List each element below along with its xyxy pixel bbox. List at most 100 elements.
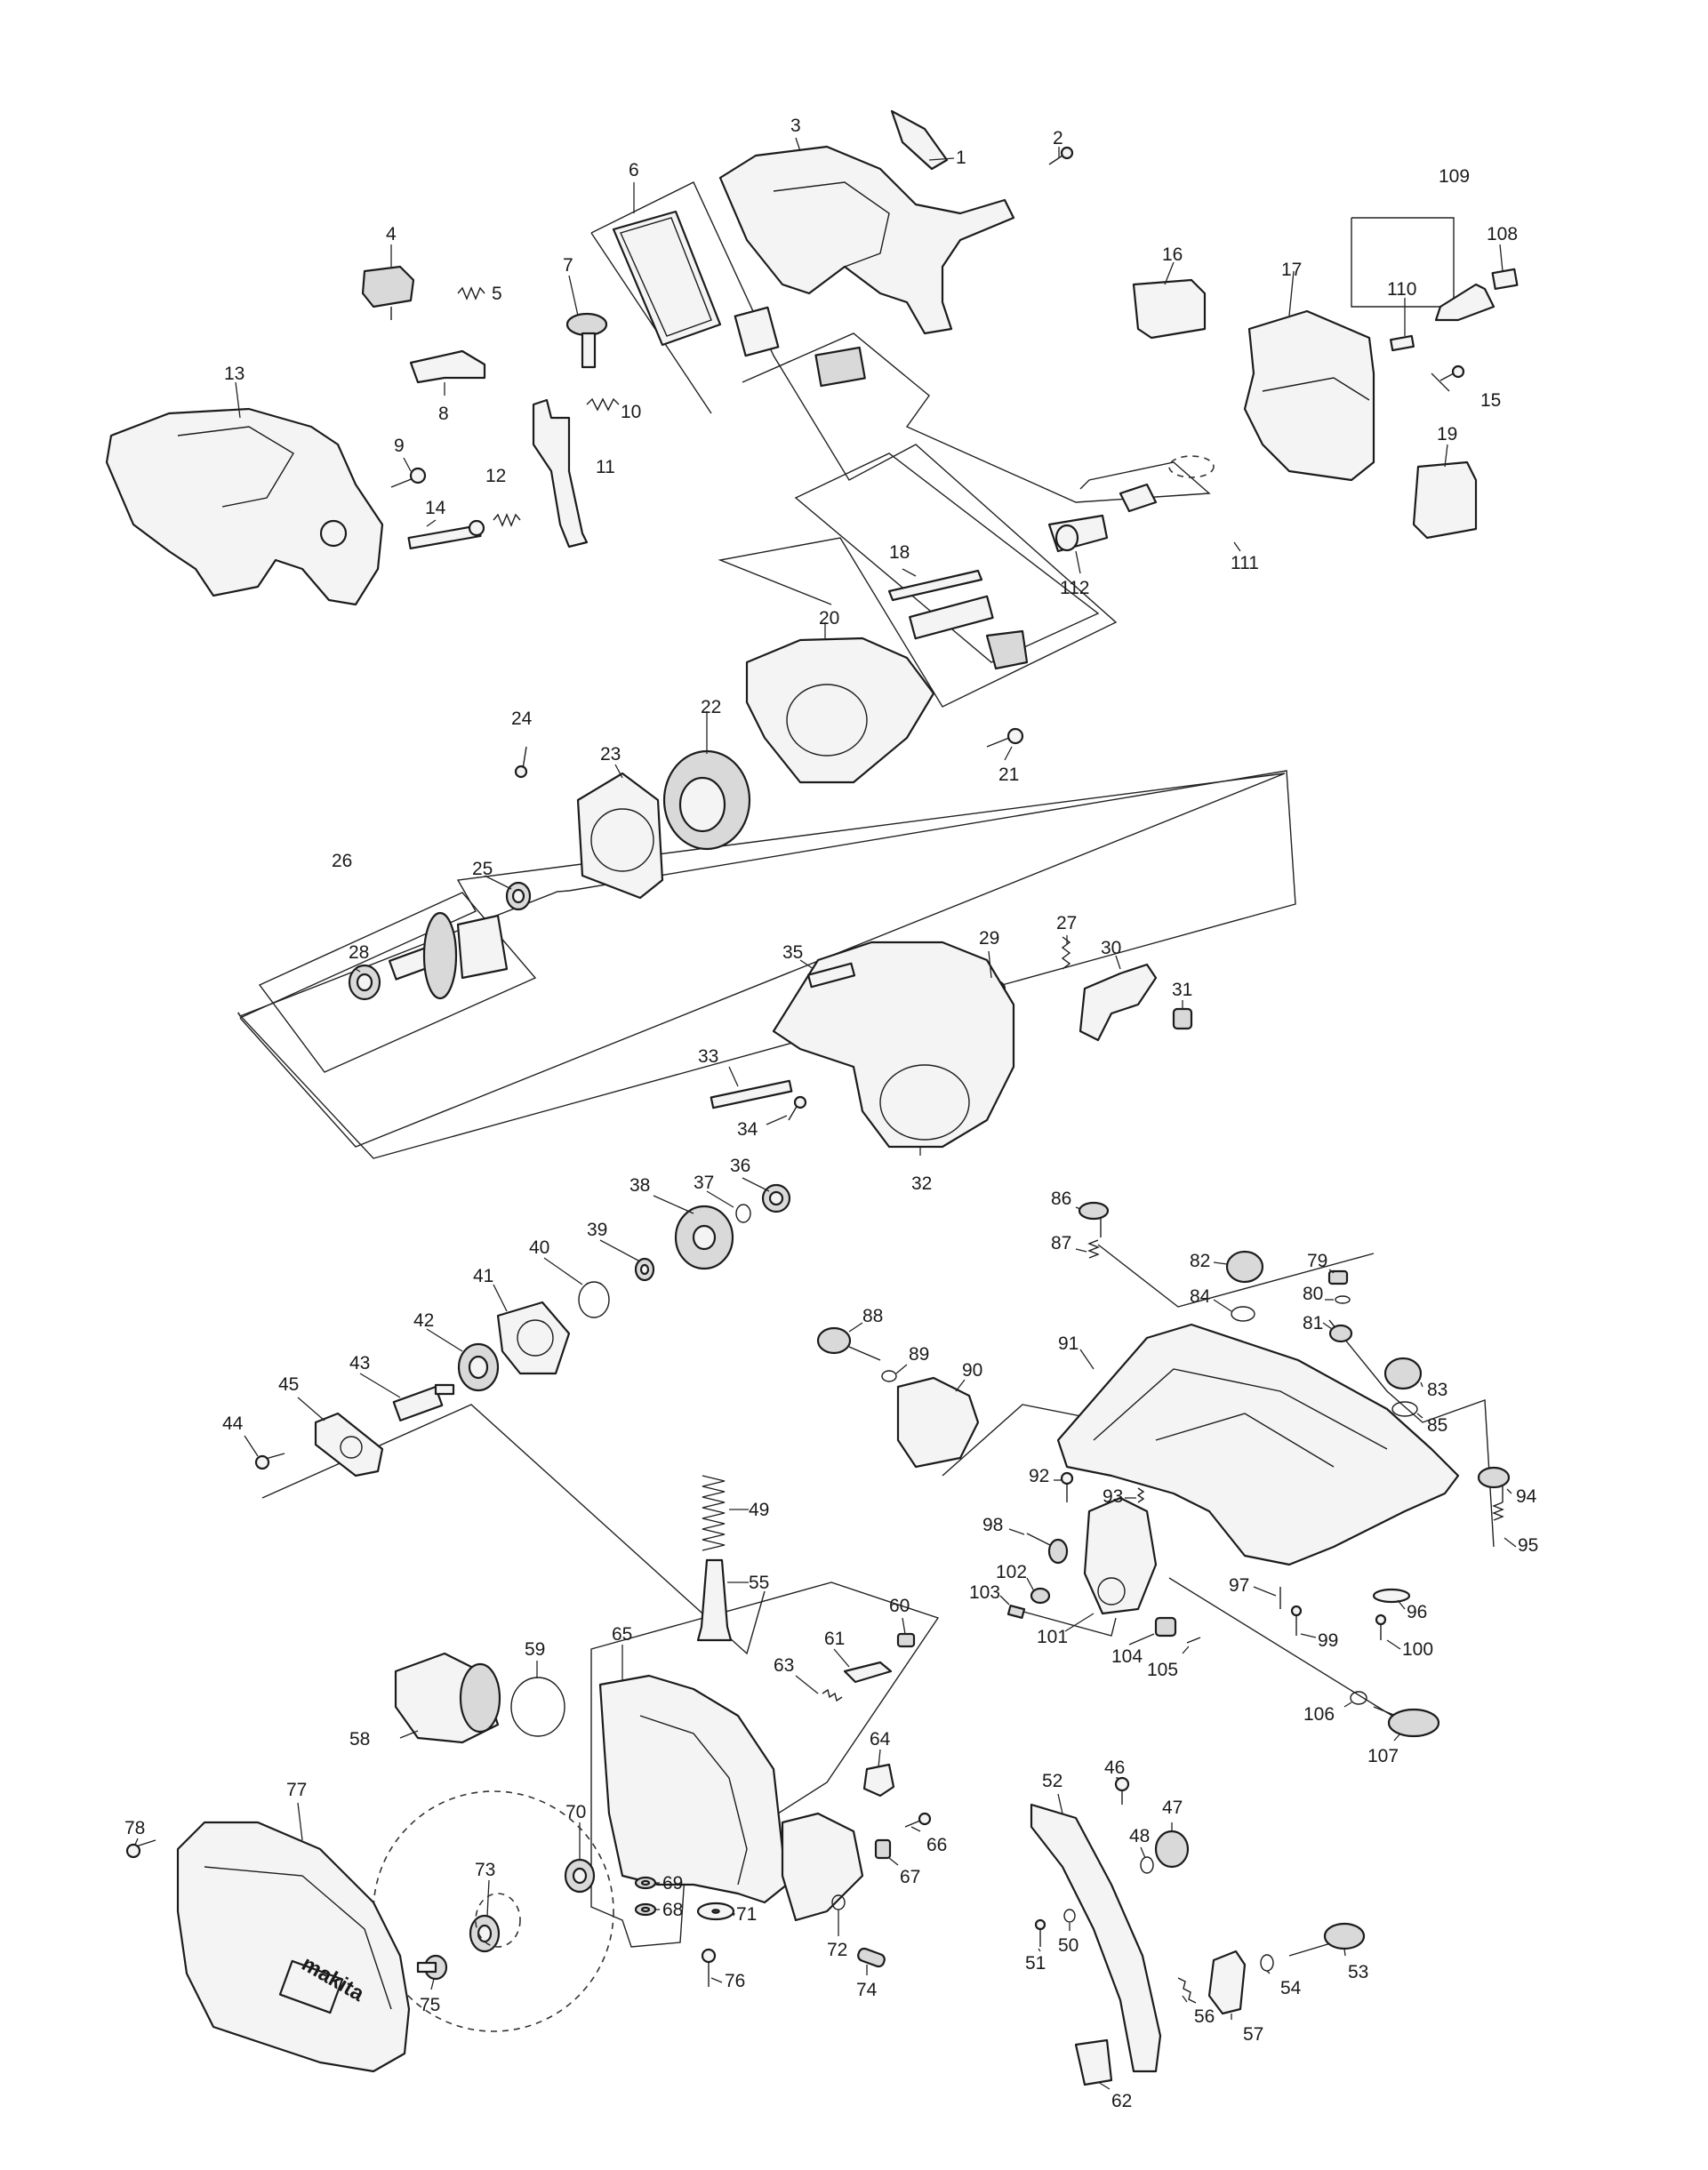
part-label-65: 65 bbox=[612, 1624, 632, 1645]
part-label-49: 49 bbox=[749, 1500, 769, 1520]
part-label-66: 66 bbox=[926, 1835, 947, 1855]
part-label-57: 57 bbox=[1243, 2024, 1263, 2045]
part-label-40: 40 bbox=[529, 1237, 549, 1258]
part-96 bbox=[1372, 1588, 1411, 1604]
part-77 bbox=[176, 1821, 411, 2073]
part-81 bbox=[1328, 1324, 1353, 1343]
part-91 bbox=[1056, 1323, 1460, 1566]
part-109 bbox=[1434, 283, 1496, 322]
part-label-82: 82 bbox=[1190, 1251, 1210, 1271]
part-53 bbox=[1288, 1922, 1366, 1957]
part-86 bbox=[1078, 1201, 1110, 1237]
part-59 bbox=[510, 1677, 565, 1737]
part-label-69: 69 bbox=[662, 1873, 683, 1894]
part-label-73: 73 bbox=[475, 1860, 495, 1880]
part-label-60: 60 bbox=[889, 1596, 910, 1616]
part-label-89: 89 bbox=[909, 1344, 929, 1365]
part-22 bbox=[662, 749, 751, 851]
parts: makita bbox=[105, 109, 1519, 2086]
part-99 bbox=[1290, 1605, 1303, 1636]
part-label-21: 21 bbox=[998, 765, 1019, 785]
part-44 bbox=[254, 1453, 285, 1470]
part-23 bbox=[576, 772, 664, 900]
part-14 bbox=[407, 519, 485, 549]
part-label-34: 34 bbox=[737, 1119, 758, 1140]
part-label-91: 91 bbox=[1058, 1333, 1079, 1354]
part-label-20: 20 bbox=[819, 608, 839, 629]
part-68 bbox=[634, 1902, 657, 1917]
part-36 bbox=[761, 1183, 791, 1213]
part-label-86: 86 bbox=[1051, 1189, 1071, 1209]
part-label-81: 81 bbox=[1303, 1313, 1323, 1333]
part-label-38: 38 bbox=[629, 1175, 650, 1196]
part-label-46: 46 bbox=[1104, 1758, 1125, 1778]
part-8 bbox=[409, 349, 486, 384]
part-82 bbox=[1225, 1250, 1264, 1284]
part-65 bbox=[598, 1674, 789, 1904]
part-label-105: 105 bbox=[1147, 1660, 1178, 1680]
part-20 bbox=[745, 637, 935, 784]
part-label-16: 16 bbox=[1162, 244, 1183, 265]
part-66 bbox=[904, 1812, 932, 1828]
part-label-90: 90 bbox=[962, 1360, 982, 1381]
part-label-51: 51 bbox=[1025, 1953, 1046, 1974]
part-38 bbox=[674, 1205, 734, 1270]
part-15 bbox=[1439, 364, 1465, 381]
part-28 bbox=[348, 964, 381, 1001]
part-6 bbox=[612, 210, 722, 347]
part-label-37: 37 bbox=[694, 1173, 714, 1193]
part-label-76: 76 bbox=[725, 1971, 745, 1991]
part-label-31: 31 bbox=[1172, 980, 1192, 1000]
part-label-77: 77 bbox=[286, 1780, 307, 1800]
part-label-64: 64 bbox=[870, 1729, 891, 1750]
part-label-19: 19 bbox=[1437, 424, 1457, 444]
part-105 bbox=[1186, 1637, 1201, 1644]
part-40 bbox=[578, 1281, 610, 1318]
part-label-104: 104 bbox=[1111, 1646, 1143, 1667]
part-label-22: 22 bbox=[701, 697, 721, 717]
part-43 bbox=[392, 1383, 455, 1421]
part-87 bbox=[1087, 1239, 1100, 1259]
part-63 bbox=[822, 1688, 843, 1702]
part-label-2: 2 bbox=[1053, 128, 1063, 148]
part-102 bbox=[1030, 1587, 1051, 1605]
part-label-74: 74 bbox=[856, 1980, 878, 2000]
part-84 bbox=[1231, 1306, 1255, 1322]
part-10 bbox=[586, 397, 620, 412]
part-3 bbox=[718, 145, 1015, 335]
part-93 bbox=[1136, 1487, 1145, 1503]
part-41 bbox=[496, 1301, 571, 1375]
part-58 bbox=[394, 1652, 501, 1744]
part-49 bbox=[702, 1475, 726, 1551]
part-label-14: 14 bbox=[425, 498, 446, 518]
part-label-36: 36 bbox=[730, 1156, 750, 1176]
part-42 bbox=[457, 1342, 500, 1392]
part-label-24: 24 bbox=[511, 709, 533, 729]
part-67 bbox=[874, 1838, 892, 1860]
part-16 bbox=[1132, 278, 1207, 340]
part-label-52: 52 bbox=[1042, 1771, 1062, 1791]
part-label-62: 62 bbox=[1111, 2091, 1132, 2111]
part-69 bbox=[634, 1876, 657, 1890]
part-label-54: 54 bbox=[1280, 1978, 1302, 1998]
part-label-112: 112 bbox=[1060, 578, 1089, 598]
part-label-7: 7 bbox=[563, 255, 573, 276]
part-90 bbox=[896, 1376, 980, 1469]
part-label-1: 1 bbox=[956, 148, 966, 168]
part-34 bbox=[788, 1095, 807, 1121]
part-label-80: 80 bbox=[1303, 1284, 1323, 1304]
part-label-42: 42 bbox=[413, 1310, 434, 1331]
part-label-39: 39 bbox=[587, 1220, 607, 1240]
part-108 bbox=[1491, 268, 1519, 291]
part-label-68: 68 bbox=[662, 1900, 683, 1920]
part-label-97: 97 bbox=[1229, 1575, 1249, 1596]
part-13 bbox=[105, 407, 384, 606]
part-label-79: 79 bbox=[1307, 1251, 1327, 1271]
part-label-88: 88 bbox=[862, 1306, 883, 1326]
part-51 bbox=[1034, 1918, 1046, 1947]
part-label-109: 109 bbox=[1439, 166, 1470, 187]
part-label-110: 110 bbox=[1387, 279, 1416, 300]
part-label-44: 44 bbox=[222, 1413, 244, 1434]
part-label-92: 92 bbox=[1029, 1466, 1049, 1486]
part-35 bbox=[806, 962, 856, 989]
